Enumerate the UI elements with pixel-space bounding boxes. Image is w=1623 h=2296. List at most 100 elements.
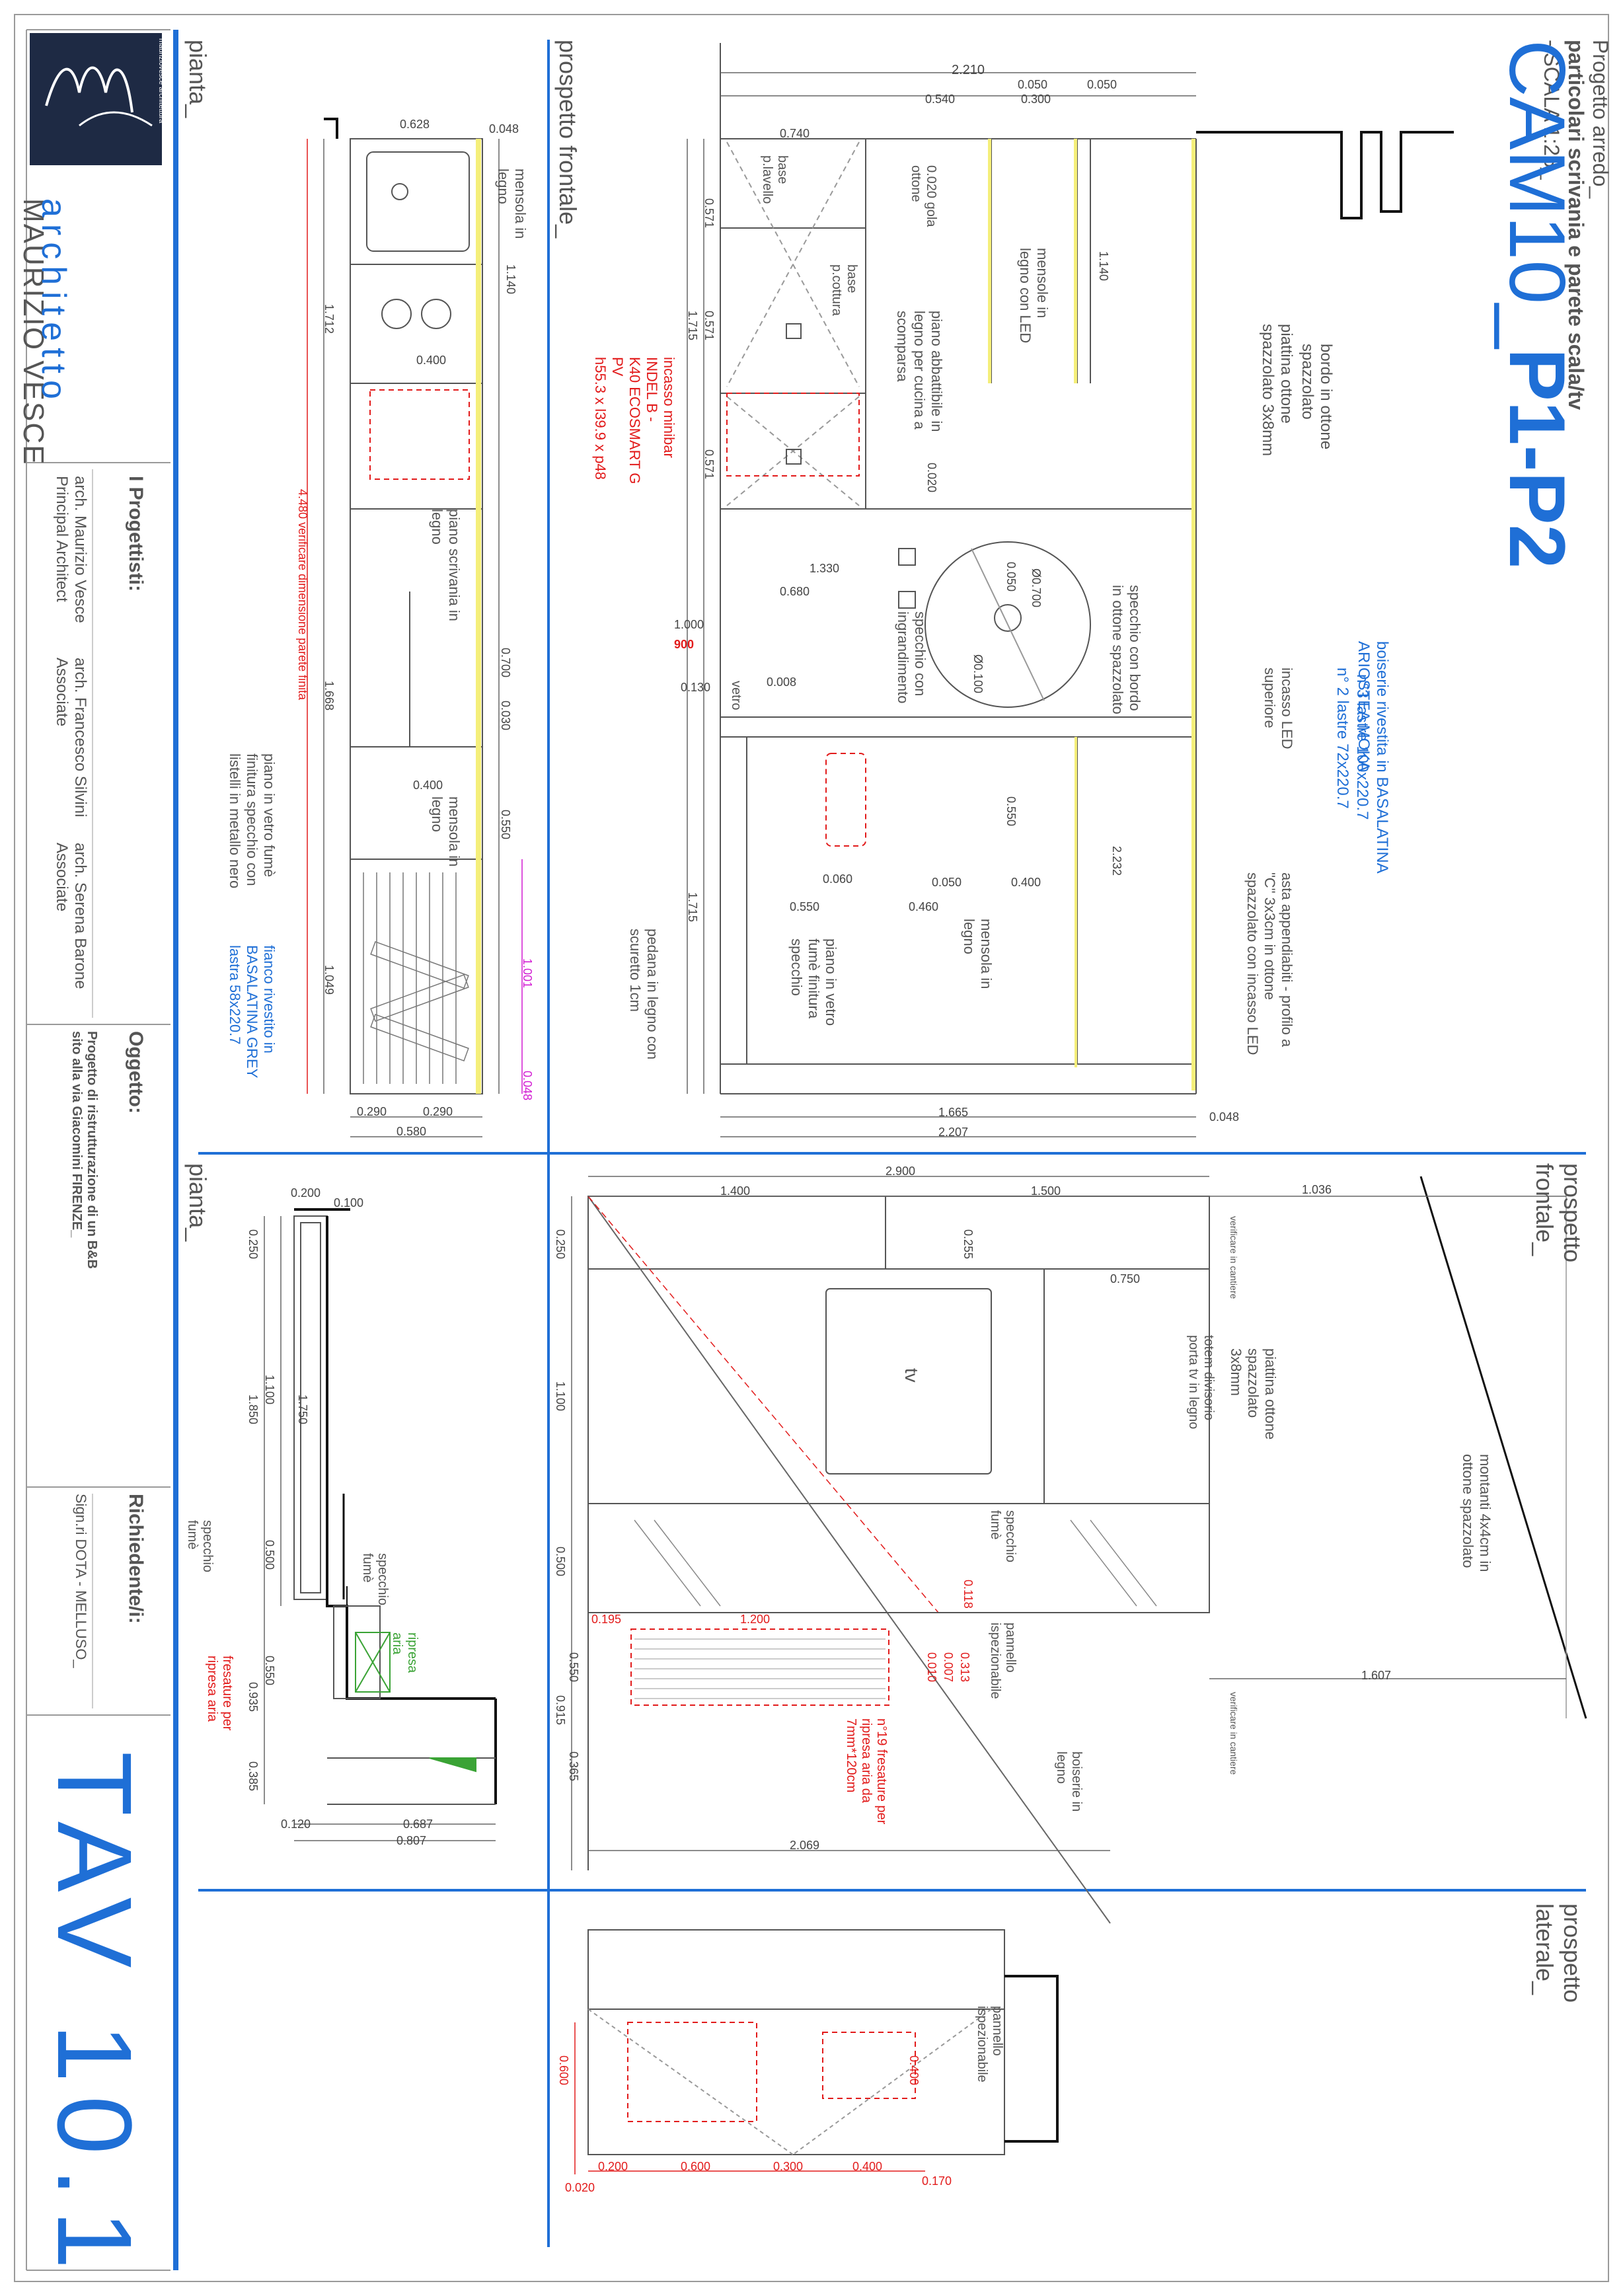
note-vetro: vetro	[729, 681, 743, 710]
firm-role: architetto	[34, 198, 73, 406]
note-plan-mensola-1: mensola in legno	[495, 169, 529, 239]
object-label-block: Oggetto:	[124, 1031, 147, 1114]
note-plan-specchio-1: specchio fumè	[185, 1520, 215, 1572]
note-verificare-2: verificare in cantiere	[1228, 1692, 1239, 1775]
note-lateral-pannello: pannello ispezionabile	[975, 2006, 1004, 2083]
dim-label: 0.007	[942, 1652, 955, 1683]
front-elevation-top	[720, 43, 1454, 1094]
client-name: Sign.ri DOTA - MELLUSO_	[73, 1494, 89, 1668]
dim-label: 1.100	[263, 1375, 276, 1405]
dim-label: 0.500	[263, 1540, 276, 1570]
note-gola-ottone: 0.020 gola ottone	[909, 165, 938, 227]
dim-label: 0.680	[780, 585, 810, 598]
dim-label: 0.300	[773, 2160, 804, 2173]
dim-label: 0.571	[702, 449, 716, 480]
note-plan-fianco: fianco rivestito in BASALATINA GREY last…	[227, 945, 278, 1078]
dim-label: 2.069	[790, 1839, 820, 1852]
note-bordo-ottone: bordo in ottone spazzolato	[1299, 344, 1335, 450]
table-number: TAV 10.1	[36, 1751, 154, 2283]
dim-label: 0.700	[499, 648, 512, 678]
dim-label: 0.290	[357, 1105, 387, 1118]
dim-label: 0.400	[416, 354, 447, 367]
dim-label: 0.750	[1110, 1272, 1141, 1285]
dim-label: 0.050	[1004, 562, 1018, 592]
designer-role: Associate	[53, 658, 71, 727]
note-asta-appendiabiti: asta appendiabiti - profilo a "C" 3x3cm …	[1244, 872, 1295, 1055]
dim-label: 0.313	[958, 1652, 971, 1683]
dim-label: 1.400	[720, 1184, 751, 1198]
title-block-separator	[173, 30, 178, 2270]
client-label: Richiedente/i:	[125, 1494, 147, 1624]
note-piano-vetro: piano in vetro fumè finitura specchio	[788, 938, 839, 1026]
dim-label: 1.750	[296, 1395, 309, 1425]
note-specchio-ingrandimento: specchio con ingrandimento	[895, 611, 928, 704]
dim-label: 0.580	[396, 1125, 427, 1138]
dim-label: 0.120	[281, 1818, 311, 1831]
dim-label: 0.255	[962, 1229, 975, 1260]
dim-label: 0.600	[681, 2160, 711, 2173]
dim-label: 1.715	[686, 311, 699, 341]
note-plan-mensola-2: mensola in legno	[429, 796, 463, 867]
note-base-cottura: base p.cottura	[829, 264, 859, 316]
note-piattina-tv: piattina ottone spazzolato 3x8mm	[1228, 1348, 1279, 1440]
view-label-laterale: prospetto laterale_	[1531, 1903, 1586, 2003]
dim-label: 1.036	[1302, 1183, 1332, 1196]
dim-label: 0.400	[1011, 876, 1041, 889]
dim-label: 1.330	[810, 562, 840, 575]
dim-label: 0.250	[246, 1229, 260, 1260]
designer-role: Principal Architect	[53, 476, 71, 602]
note-pedana: pedana in legno con scuretto 1cm	[627, 929, 661, 1060]
logo-caption: mauriziovesce architettura	[157, 38, 165, 124]
dim-label: 0.935	[246, 1682, 260, 1712]
dim-label: 1.715	[686, 892, 699, 923]
note-lastre-1: n°3 lastre 100x220.7	[1353, 674, 1371, 820]
firm-logo	[30, 33, 162, 165]
object-line-2: sito alla via Giacomini FIRENZE_	[69, 1031, 84, 1238]
dim-label: 0.200	[598, 2160, 628, 2173]
note-mensole-led: mensole in legno con LED	[1017, 248, 1051, 344]
dim-label: 1.850	[246, 1395, 260, 1425]
dim-label: 0.060	[823, 872, 853, 886]
dim-label: 0.250	[554, 1229, 567, 1260]
designer-name: arch. Maurizio Vesce	[71, 476, 89, 623]
minibar-line-1: incasso minibar	[661, 357, 677, 458]
dim-label: 1.665	[938, 1106, 969, 1119]
dim-label: 1.049	[322, 965, 336, 995]
dim-label: 0.400	[413, 779, 443, 792]
object-line-1: Progetto di ristrutturazione di un B&B	[85, 1031, 99, 1269]
dim-label: 0.687	[403, 1818, 434, 1831]
dim-label: 0.628	[400, 118, 430, 131]
table-number-block: TAV 10.1	[34, 1751, 155, 2282]
room-code-a: CAM10_	[1493, 40, 1581, 348]
note-montanti: montanti 4x4cm in ottone spazzolato	[1460, 1454, 1493, 1572]
note-piano-abbattibile: piano abbattibile in legno per cucina a …	[894, 311, 945, 432]
dim-label: 0.118	[962, 1580, 975, 1609]
note-specchio-bordo: specchio con bordo in ottone spazzolato	[1110, 585, 1143, 714]
dim-label: 900	[674, 638, 695, 651]
designer-1: arch. Maurizio Vesce Principal Architect	[52, 476, 89, 623]
designer-3: arch. Serena Barone Associate	[52, 843, 89, 989]
dim-label: 0.020	[925, 463, 938, 493]
dim-label: 0.915	[554, 1695, 567, 1726]
dim-label: 1.200	[740, 1613, 771, 1626]
dim-label: 0.020	[565, 2181, 595, 2194]
note-minibar: incasso minibar INDEL B - K40 ECOSMART G…	[591, 357, 677, 502]
view-label-pianta-bottom: pianta_	[184, 1163, 211, 1242]
dim-label: 0.500	[554, 1547, 567, 1577]
designer-role: Associate	[53, 843, 71, 912]
dim-label: 0.030	[499, 701, 512, 731]
dim-label: 0.290	[423, 1105, 453, 1118]
dim-label: Ø0.100	[971, 654, 985, 694]
dim-label: 0.365	[567, 1751, 580, 1782]
designer-2: arch. Francesco Silvini Associate	[52, 658, 89, 817]
note-verificare-1: verificare in cantiere	[1228, 1216, 1239, 1299]
dim-label: 2.207	[938, 1126, 969, 1139]
note-plan-scrivania: piano scrivania in legno	[429, 509, 463, 621]
minibar-line-4: h55.3 x l39.9 x p48	[592, 357, 609, 480]
logo-caption-block: mauriziovesce architettura	[157, 38, 165, 164]
room-code-b: P1-P2	[1493, 348, 1581, 569]
dim-label: 1.500	[1031, 1184, 1061, 1198]
minibar-line-2: INDEL B -	[644, 357, 660, 422]
dim-label: 0.008	[767, 675, 797, 689]
